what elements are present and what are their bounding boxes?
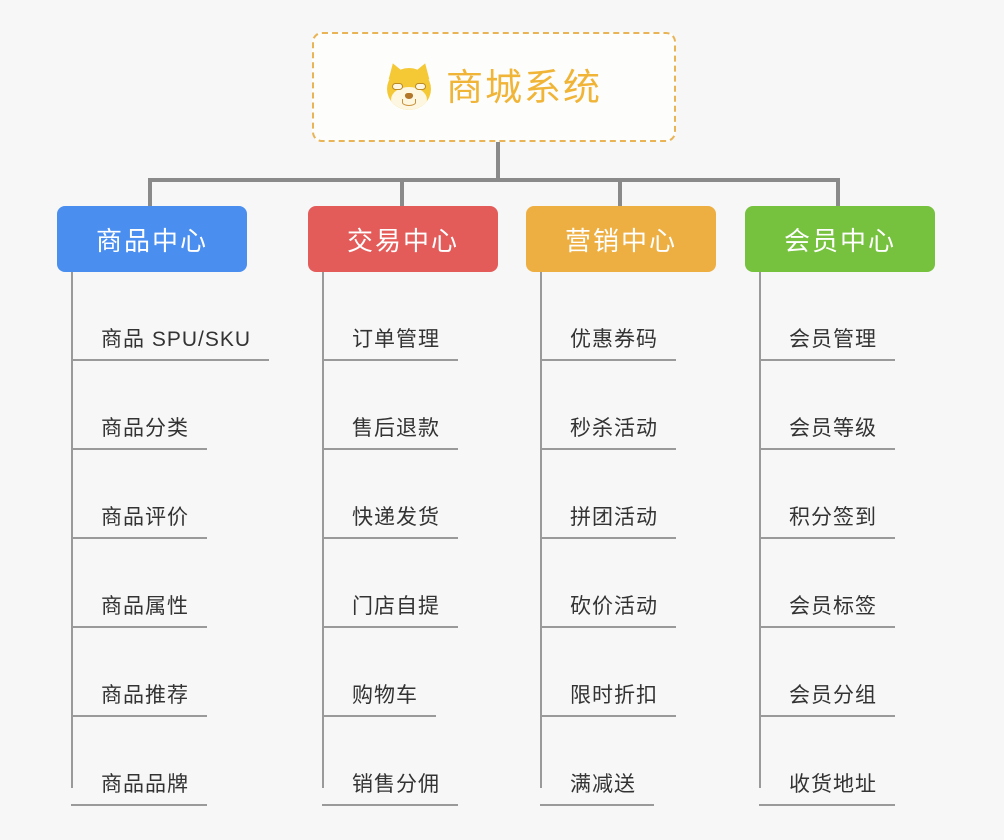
list-item[interactable]: 积分签到 [759, 450, 935, 539]
category-header-1[interactable]: 商品中心 [57, 206, 247, 272]
leaf-label: 快递发货 [322, 501, 458, 539]
leaf-list-1: 商品 SPU/SKU 商品分类 商品评价 商品属性 商品推荐 商品品牌 [71, 272, 270, 806]
list-item[interactable]: 秒杀活动 [540, 361, 716, 450]
leaf-list-4: 会员管理 会员等级 积分签到 会员标签 会员分组 收货地址 [759, 272, 935, 806]
list-item[interactable]: 会员管理 [759, 272, 935, 361]
leaf-label: 门店自提 [322, 590, 458, 628]
list-item[interactable]: 商品分类 [71, 361, 247, 450]
leaf-list-2: 订单管理 售后退款 快递发货 门店自提 购物车 销售分佣 [322, 272, 498, 806]
category-header-4[interactable]: 会员中心 [745, 206, 935, 272]
shiba-eye-right [415, 83, 426, 90]
shiba-eye-left [392, 83, 403, 90]
leaf-label: 砍价活动 [540, 590, 676, 628]
list-item[interactable]: 砍价活动 [540, 539, 716, 628]
connector-root-stem [496, 142, 500, 180]
leaf-label: 优惠券码 [540, 323, 676, 361]
list-item[interactable]: 拼团活动 [540, 450, 716, 539]
leaf-label: 商品 SPU/SKU [71, 323, 270, 361]
connector-horizontal-bus [148, 178, 840, 182]
column-rail-3 [540, 272, 542, 788]
category-column-交易中心: 交易中心 订单管理 售后退款 快递发货 门店自提 购物车 销售分佣 [308, 206, 498, 806]
list-item[interactable]: 优惠券码 [540, 272, 716, 361]
leaf-label: 订单管理 [322, 323, 458, 361]
leaf-label: 销售分佣 [322, 768, 458, 806]
connector-drop-3 [618, 178, 622, 208]
list-item[interactable]: 满减送 [540, 717, 716, 806]
list-item[interactable]: 售后退款 [322, 361, 498, 450]
category-column-会员中心: 会员中心 会员管理 会员等级 积分签到 会员标签 会员分组 收货地址 [745, 206, 935, 806]
leaf-label: 会员管理 [759, 323, 895, 361]
list-item[interactable]: 收货地址 [759, 717, 935, 806]
leaf-label: 商品推荐 [71, 679, 207, 717]
list-item[interactable]: 会员等级 [759, 361, 935, 450]
connector-drop-4 [836, 178, 840, 208]
shiba-dog-icon [384, 60, 434, 110]
root-title: 商城系统 [446, 66, 602, 108]
list-item[interactable]: 商品评价 [71, 450, 247, 539]
list-item[interactable]: 商品品牌 [71, 717, 247, 806]
leaf-label: 购物车 [322, 679, 436, 717]
category-column-营销中心: 营销中心 优惠券码 秒杀活动 拼团活动 砍价活动 限时折扣 满减送 [526, 206, 716, 806]
list-item[interactable]: 商品 SPU/SKU [71, 272, 270, 361]
leaf-label: 秒杀活动 [540, 412, 676, 450]
shiba-nose [405, 93, 413, 99]
connector-drop-2 [400, 178, 404, 208]
list-item[interactable]: 快递发货 [322, 450, 498, 539]
root-node[interactable]: 商城系统 [312, 32, 676, 142]
list-item[interactable]: 会员标签 [759, 539, 935, 628]
shiba-mouth [402, 99, 416, 106]
column-rail-1 [71, 272, 73, 788]
connector-drop-1 [148, 178, 152, 208]
list-item[interactable]: 商品属性 [71, 539, 247, 628]
leaf-label: 商品品牌 [71, 768, 207, 806]
leaf-label: 满减送 [540, 768, 654, 806]
leaf-label: 售后退款 [322, 412, 458, 450]
category-header-2[interactable]: 交易中心 [308, 206, 498, 272]
leaf-list-3: 优惠券码 秒杀活动 拼团活动 砍价活动 限时折扣 满减送 [540, 272, 716, 806]
list-item[interactable]: 限时折扣 [540, 628, 716, 717]
leaf-label: 拼团活动 [540, 501, 676, 539]
list-item[interactable]: 商品推荐 [71, 628, 247, 717]
column-rail-4 [759, 272, 761, 788]
leaf-label: 会员等级 [759, 412, 895, 450]
column-rail-2 [322, 272, 324, 788]
leaf-label: 限时折扣 [540, 679, 676, 717]
leaf-label: 会员分组 [759, 679, 895, 717]
leaf-label: 商品属性 [71, 590, 207, 628]
category-header-3[interactable]: 营销中心 [526, 206, 716, 272]
shiba-head [387, 68, 431, 110]
list-item[interactable]: 会员分组 [759, 628, 935, 717]
category-column-商品中心: 商品中心 商品 SPU/SKU 商品分类 商品评价 商品属性 商品推荐 商品品牌 [57, 206, 270, 806]
leaf-label: 商品分类 [71, 412, 207, 450]
leaf-label: 收货地址 [759, 768, 895, 806]
leaf-label: 会员标签 [759, 590, 895, 628]
list-item[interactable]: 购物车 [322, 628, 498, 717]
leaf-label: 积分签到 [759, 501, 895, 539]
leaf-label: 商品评价 [71, 501, 207, 539]
list-item[interactable]: 门店自提 [322, 539, 498, 628]
list-item[interactable]: 订单管理 [322, 272, 498, 361]
list-item[interactable]: 销售分佣 [322, 717, 498, 806]
